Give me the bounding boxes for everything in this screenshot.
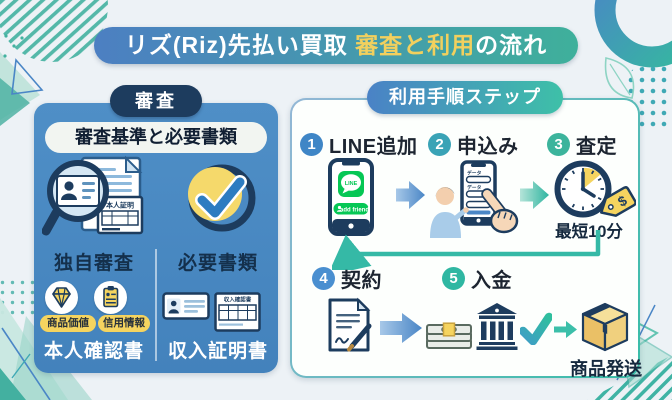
clock-caption: 最短10分 xyxy=(555,223,623,241)
clipboard-icon xyxy=(103,286,119,308)
person-application-icon: データ データ xyxy=(430,160,519,238)
credit-info-circle xyxy=(94,281,127,314)
step-5-label: 入金 xyxy=(471,270,512,292)
step-1-label: LINE追加 xyxy=(329,136,418,158)
income-certificate-icon: 収入確認書 xyxy=(214,292,261,332)
step-4: 4 契約 xyxy=(312,264,382,293)
identity-doc-caption: 本人確認書 xyxy=(43,341,144,362)
step-2-number: 2 xyxy=(428,133,451,156)
contract-document-icon xyxy=(328,297,372,352)
id-document-label: 本人証明 xyxy=(105,201,134,210)
screening-panel: 審査 審査基準と必要書類 本人証明 xyxy=(34,85,278,373)
step-4-label: 契約 xyxy=(341,270,382,292)
form-field-label-1: データ xyxy=(467,170,482,177)
screening-heading: 審査基準と必要書類 xyxy=(45,122,267,153)
step-5: 5 入金 xyxy=(442,264,512,293)
step-4-number: 4 xyxy=(312,267,335,290)
arrow-right-icon xyxy=(396,181,425,209)
usage-steps-body: 1 LINE追加 2 申込み 3 査定 LINE xyxy=(292,100,642,379)
decor-bottom-left xyxy=(0,278,92,400)
step-3: 3 査定 xyxy=(547,130,617,159)
shipping-box-icon xyxy=(581,302,629,352)
required-docs-label: 必要書類 xyxy=(177,253,258,274)
title-prefix: リズ(Riz)先払い買取 xyxy=(124,32,356,58)
checkmark-icon xyxy=(520,312,552,345)
id-card-icon xyxy=(162,292,210,320)
usage-steps-panel: 利用手順ステップ 1 LINE追加 2 申込み 3 査定 xyxy=(290,81,642,379)
arrow-right-icon xyxy=(554,321,577,338)
title-highlight: 審査と利用 xyxy=(355,32,476,58)
step-2-label: 申込み xyxy=(457,136,519,158)
money-stack-icon xyxy=(426,322,472,349)
income-doc-caption: 収入証明書 xyxy=(167,341,268,362)
step-2: 2 申込み xyxy=(428,130,519,159)
check-circle-icon xyxy=(188,164,256,232)
arrow-right-icon xyxy=(520,181,549,209)
step-5-number: 5 xyxy=(442,267,465,290)
step-1-number: 1 xyxy=(300,133,323,156)
form-field-label-2: データ xyxy=(467,184,482,191)
unique-screening-label: 独自審査 xyxy=(53,253,134,274)
decor-top-left xyxy=(0,0,108,126)
flow-connector-arrow xyxy=(332,230,601,270)
usage-steps-badge: 利用手順ステップ xyxy=(367,81,563,114)
diamond-icon xyxy=(52,287,71,308)
add-friend-button: add friend xyxy=(340,207,369,213)
screening-badge: 審査 xyxy=(110,85,202,117)
clock-appraisal-icon: $ xyxy=(554,160,636,218)
page-title: リズ(Riz)先払い買取 審査と利用の流れ xyxy=(94,27,578,64)
title-suffix: の流れ xyxy=(475,32,548,58)
step-1: 1 LINE追加 xyxy=(300,130,418,159)
line-logo-text: LINE xyxy=(345,181,358,187)
step-3-label: 査定 xyxy=(576,136,617,158)
step-3-number: 3 xyxy=(547,133,570,156)
shipping-caption: 商品発送 xyxy=(570,359,642,379)
magnifier-documents-icon: 本人証明 xyxy=(42,155,144,236)
column-divider xyxy=(155,249,157,361)
arrow-right-icon xyxy=(380,313,422,343)
product-value-circle xyxy=(45,281,78,314)
credit-info-badge: 信用情報 xyxy=(98,315,150,332)
line-phone-icon: LINE add friend xyxy=(328,158,374,236)
product-value-badge: 商品価値 xyxy=(40,315,96,332)
income-doc-label: 収入確認書 xyxy=(224,296,252,304)
bank-icon xyxy=(476,303,518,350)
